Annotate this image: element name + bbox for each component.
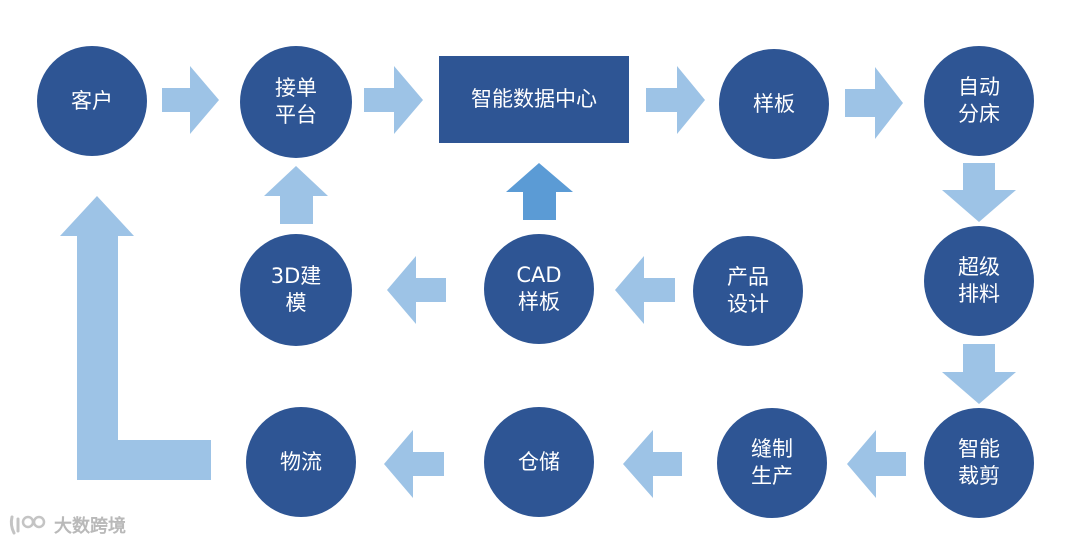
node-sample: 样板 — [719, 49, 829, 159]
node-sewing-production: 缝制 生产 — [717, 408, 827, 518]
arrow-right-icon — [364, 66, 423, 134]
node-label: 物流 — [280, 449, 322, 474]
arrow-left-icon — [387, 256, 446, 324]
arrow-up-icon — [506, 163, 573, 220]
node-label: 智能 裁剪 — [958, 437, 1000, 488]
arrow-right-icon — [162, 66, 219, 134]
node-label: 超级 排料 — [958, 255, 1000, 306]
arrow-up-icon — [264, 166, 328, 224]
node-label: 智能数据中心 — [471, 87, 597, 111]
watermark-logo-icon — [9, 515, 46, 535]
node-customer: 客户 — [37, 46, 147, 156]
node-label: 客户 — [71, 88, 113, 113]
node-super-layout: 超级 排料 — [924, 226, 1034, 336]
node-logistics: 物流 — [246, 407, 356, 517]
arrow-down-icon — [942, 344, 1016, 404]
watermark: 大数跨境 — [8, 512, 126, 538]
arrow-left-icon — [384, 430, 444, 498]
arrow-right-icon — [646, 66, 705, 134]
node-data-center: 智能数据中心 — [439, 56, 629, 143]
node-smart-cutting: 智能 裁剪 — [924, 408, 1034, 518]
node-label: 仓储 — [518, 449, 560, 474]
return-arrow-icon — [60, 196, 211, 480]
node-order-platform: 接单 平台 — [240, 46, 352, 158]
node-cad-sample: CAD 样板 — [484, 234, 594, 344]
arrow-left-icon — [615, 256, 675, 324]
node-label: 缝制 生产 — [751, 437, 793, 488]
node-warehouse: 仓储 — [484, 407, 594, 517]
node-3d-modeling: 3D建 模 — [240, 234, 352, 346]
node-label: 样板 — [753, 91, 795, 116]
node-label: 接单 平台 — [275, 76, 317, 127]
node-auto-bed: 自动 分床 — [924, 46, 1034, 156]
node-label: CAD 样板 — [516, 263, 562, 314]
watermark-text: 大数跨境 — [54, 516, 126, 537]
node-label: 产品 设计 — [727, 265, 769, 316]
arrow-down-icon — [942, 163, 1016, 222]
arrow-left-icon — [847, 430, 906, 498]
arrow-left-icon — [623, 430, 682, 498]
node-label: 自动 分床 — [958, 75, 1000, 126]
arrow-right-icon — [845, 67, 903, 139]
node-product-design: 产品 设计 — [693, 236, 803, 346]
node-label: 3D建 模 — [270, 264, 322, 315]
